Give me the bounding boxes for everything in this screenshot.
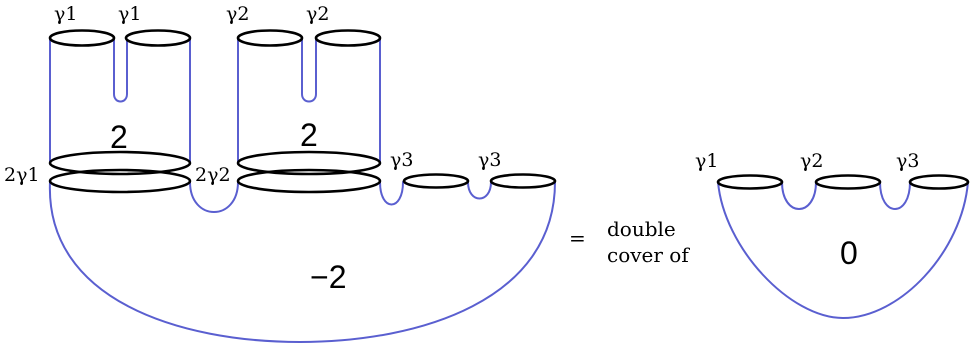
waist-1-upper [48,150,192,176]
pants-1-crotch [113,37,128,103]
pants-2-weight: 2 [300,117,318,153]
label-gamma3-b: γ3 [478,149,501,171]
boundary-gamma3-a [402,173,470,189]
waist-2-lower [236,168,382,194]
boundary-gamma3-b [489,173,557,189]
boundary-gamma1-a [48,29,116,47]
right-boundary-gamma3 [908,174,970,190]
pants-2-crotch [301,37,317,103]
label-gamma2-a: γ2 [226,3,249,25]
waist-dip [189,181,239,213]
right-label-gamma3: γ3 [896,150,919,172]
right-labels: γ1 γ2 γ3 0 [695,150,919,271]
right-label-gamma1: γ1 [695,150,718,172]
gamma3-dip-2 [467,181,492,200]
bottom-weight: −2 [310,259,346,295]
bottom-piece-outline [48,181,556,343]
right-boundary-gamma2 [814,174,882,190]
left-labels: γ1 γ1 γ2 γ2 2γ1 2γ2 γ3 γ3 2 2 −2 [4,3,501,295]
relation: = double cover of [569,217,690,267]
right-boundaries [716,174,970,190]
right-dip-2 [879,181,911,210]
right-label-gamma2: γ2 [800,150,823,172]
boundary-gamma2-b [314,29,382,47]
label-2gamma2: 2γ2 [195,164,231,186]
label-gamma1-b: γ1 [118,3,141,25]
waist-2-upper [236,150,382,176]
label-gamma2-b: γ2 [306,3,329,25]
right-surface [717,181,969,319]
label-gamma1-a: γ1 [54,3,77,25]
waist-1-lower [48,168,192,194]
boundary-gamma1-b [124,29,192,47]
boundary-gamma2-a [236,29,304,47]
right-weight: 0 [840,235,858,271]
relation-text-line1: double [607,217,676,241]
equals-sign: = [569,226,586,250]
gamma3-dip-1 [379,181,404,206]
right-dip-1 [781,181,817,210]
left-boundaries [48,29,557,194]
right-boundary-gamma1 [716,174,784,190]
right-piece-outline [717,181,969,319]
label-2gamma1: 2γ1 [4,164,40,186]
relation-text-line2: cover of [607,243,690,267]
label-gamma3-a: γ3 [390,149,413,171]
pants-1-weight: 2 [110,119,128,155]
left-surface [48,37,556,343]
